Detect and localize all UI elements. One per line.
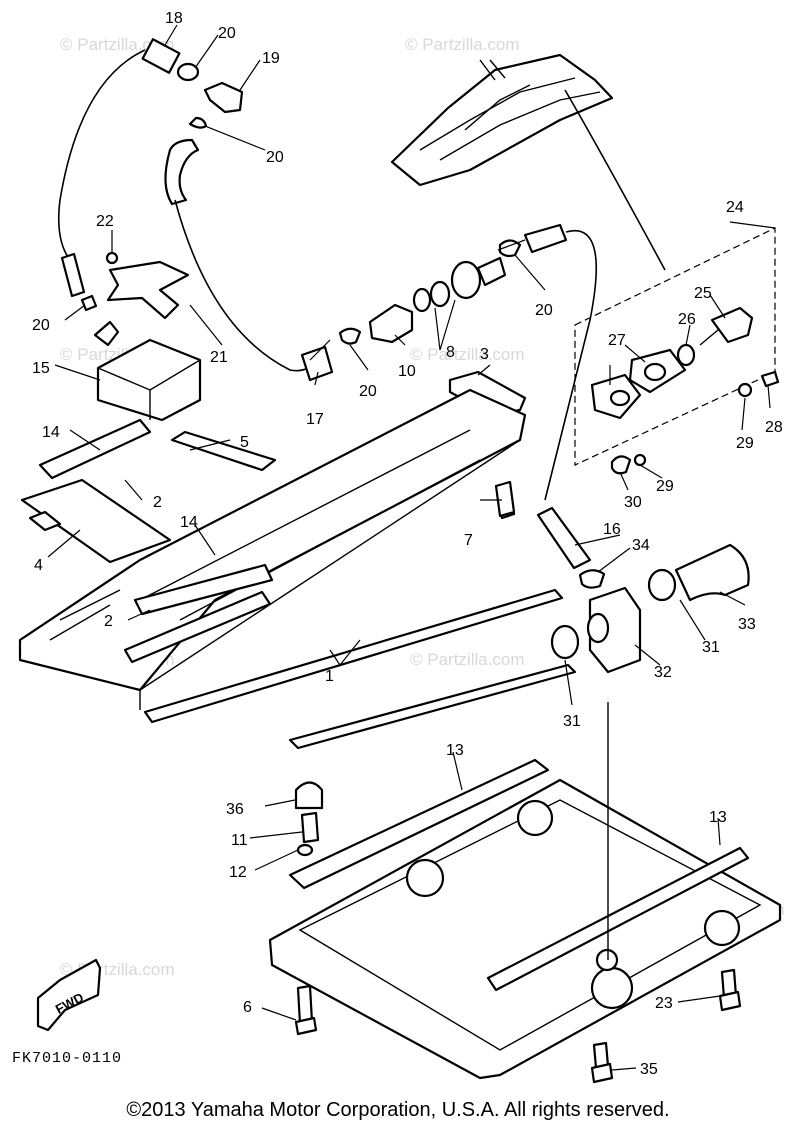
callout-label: 31 xyxy=(702,639,720,656)
upper-mount-plate xyxy=(18,388,577,750)
callout-label: 15 xyxy=(32,360,50,377)
callout-label: 32 xyxy=(654,664,672,681)
callout-label: 28 xyxy=(765,419,783,436)
callout-label: 20 xyxy=(535,302,553,319)
callout-label: 22 xyxy=(96,213,114,230)
callout-label: 29 xyxy=(736,435,754,452)
fasteners xyxy=(294,480,742,1084)
callout-label: 6 xyxy=(243,999,252,1016)
watermark: © Partzilla.com xyxy=(405,35,520,54)
callout-label: 35 xyxy=(640,1061,658,1078)
callout-label: 2 xyxy=(153,494,162,511)
callout-label: 1 xyxy=(325,668,334,685)
watermark: © Partzilla.com xyxy=(410,650,525,669)
callout-label: 31 xyxy=(563,713,581,730)
callout-label: 12 xyxy=(229,864,247,881)
callout-label: 26 xyxy=(678,311,696,328)
callout-label: 25 xyxy=(694,285,712,302)
callout-label: 34 xyxy=(632,537,650,554)
callout-label: 20 xyxy=(359,383,377,400)
diagram-code: FK7010-0110 xyxy=(12,1050,123,1067)
callout-label: 20 xyxy=(266,149,284,166)
fwd-arrow-icon: FWD xyxy=(36,958,102,1032)
sub-assembly-24-outline xyxy=(574,221,776,466)
leader-lines xyxy=(47,24,771,1071)
callout-label: 8 xyxy=(446,344,455,361)
callout-label: 17 xyxy=(306,411,324,428)
watercraft-hull-illustration xyxy=(390,53,666,271)
callout-label: 36 xyxy=(226,801,244,818)
callout-label: 7 xyxy=(464,532,473,549)
bracket-3 xyxy=(448,370,527,417)
copyright-notice: ©2013 Yamaha Motor Corporation, U.S.A. A… xyxy=(126,1099,670,1121)
callout-label: 13 xyxy=(709,809,727,826)
callout-label: 5 xyxy=(240,434,249,451)
callout-label: 4 xyxy=(34,557,43,574)
callout-label: 21 xyxy=(210,349,228,366)
callout-label: 11 xyxy=(231,832,248,849)
callout-label: 2 xyxy=(104,613,113,630)
callout-label: 30 xyxy=(624,494,642,511)
callout-label: 33 xyxy=(738,616,756,633)
fitting-assembly xyxy=(338,223,598,501)
callout-label: 23 xyxy=(655,995,673,1012)
callout-label: 14 xyxy=(42,424,60,441)
callout-label: 18 xyxy=(165,10,183,27)
watermark: © Partzilla.com xyxy=(60,35,175,54)
callout-label: 3 xyxy=(480,346,489,363)
hose-fitting-assembly xyxy=(536,506,750,674)
callout-label: 27 xyxy=(608,332,626,349)
callout-labels: 18 20 19 20 22 20 21 15 14 5 2 4 14 2 1 … xyxy=(32,10,783,1078)
callout-label: 14 xyxy=(180,514,198,531)
tank-bracket xyxy=(93,251,202,422)
callout-label: 19 xyxy=(262,50,280,67)
callout-label: 29 xyxy=(656,478,674,495)
callout-label: 13 xyxy=(446,742,464,759)
callout-label: 24 xyxy=(726,199,744,216)
callout-label: 16 xyxy=(603,521,621,538)
callout-label: 10 xyxy=(398,363,416,380)
lower-base-plate xyxy=(268,702,782,1080)
watermark: © Partzilla.com xyxy=(410,345,525,364)
hose-assembly-top xyxy=(57,38,334,382)
callout-label: 20 xyxy=(32,317,50,334)
callout-label: 20 xyxy=(218,25,236,42)
